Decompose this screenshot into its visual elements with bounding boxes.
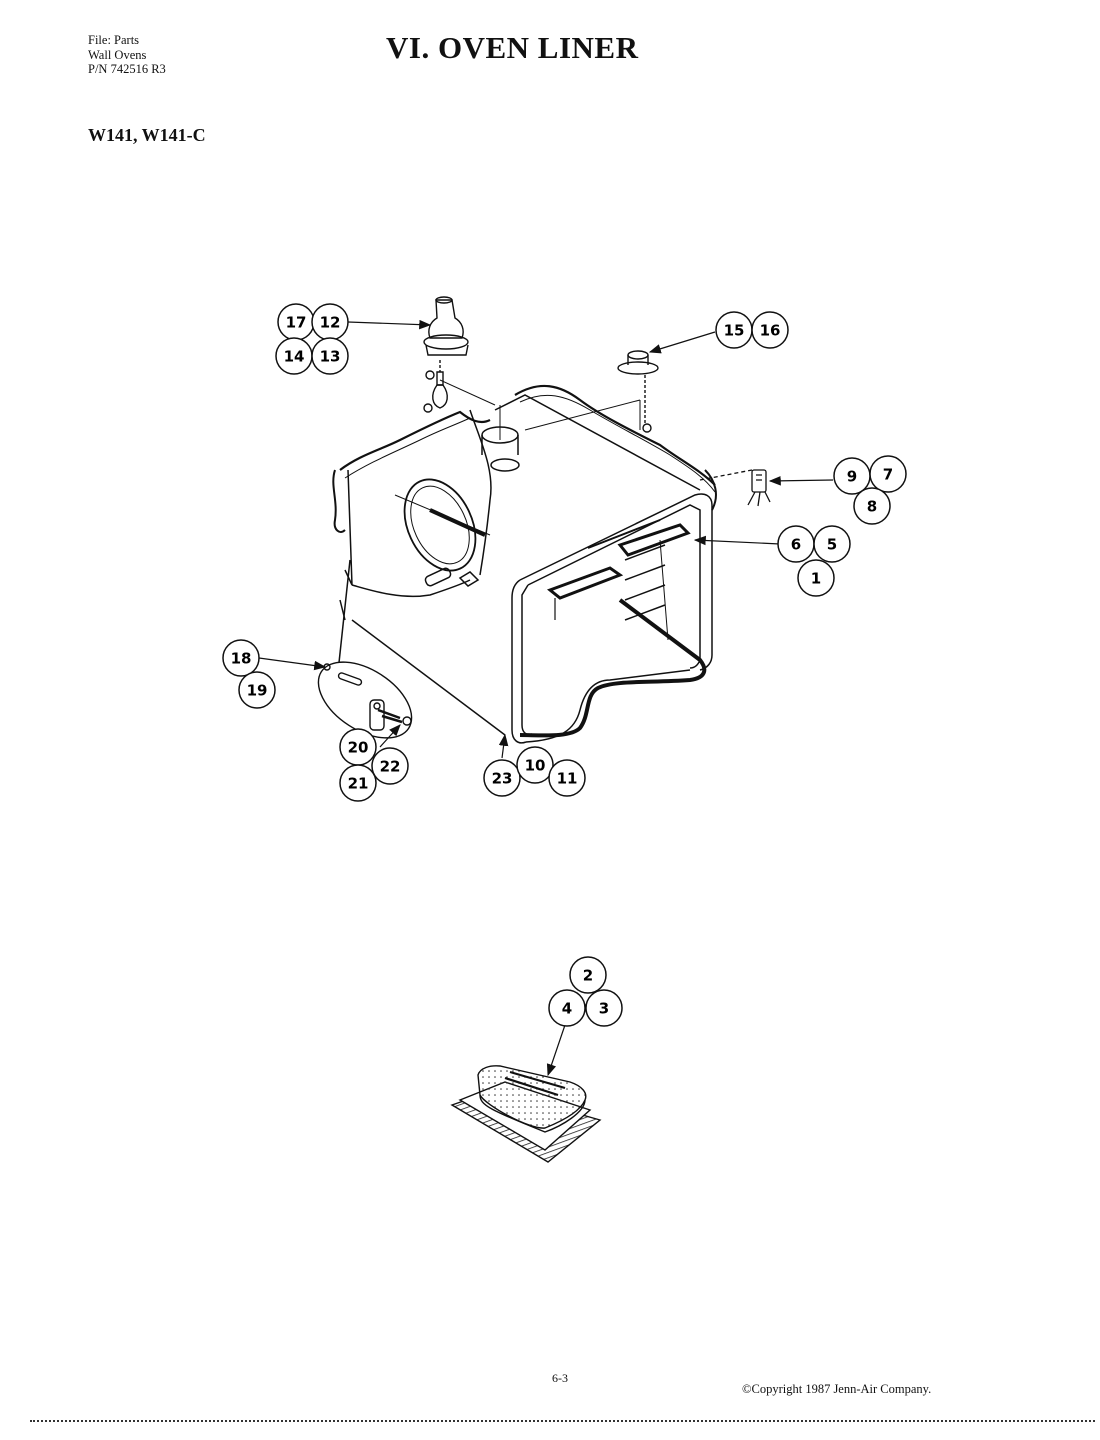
callout-19: 19 (238, 671, 276, 709)
callout-11: 11 (548, 759, 586, 797)
callout-13: 13 (311, 337, 349, 375)
callout-circle (853, 487, 891, 525)
leader-arrows (258, 319, 834, 1077)
oven-vent-assembly (617, 350, 659, 433)
callout-label: 18 (231, 650, 252, 668)
callout-label: 22 (380, 758, 401, 776)
callout-14: 14 (275, 337, 313, 375)
file-info-line-3: P/N 742516 R3 (88, 62, 166, 76)
callout-circle (548, 759, 586, 797)
callout-9: 9 (833, 457, 871, 495)
callout-circle (311, 337, 349, 375)
file-info: File: Parts Wall Ovens P/N 742516 R3 (88, 33, 166, 77)
callout-label: 9 (847, 468, 857, 486)
bake-element (519, 598, 707, 738)
insulation-right (514, 384, 716, 486)
callout-15: 15 (715, 311, 753, 349)
callout-5: 5 (813, 525, 851, 563)
callout-label: 21 (348, 775, 369, 793)
bottom-rule (30, 1420, 1095, 1422)
access-plate (317, 661, 413, 739)
callout-label: 5 (827, 536, 837, 554)
callout-label: 13 (320, 348, 341, 366)
oven-lamp-assembly (423, 296, 469, 413)
page-number: 6-3 (552, 1371, 568, 1385)
front-frame (519, 493, 713, 671)
broiler-pan (450, 1065, 602, 1163)
callout-circle (339, 764, 377, 802)
callout-circle (222, 639, 260, 677)
oven-liner-body (332, 379, 717, 744)
callout-1: 1 (797, 559, 835, 597)
callout-4: 4 (548, 989, 586, 1027)
callout-circle (797, 559, 835, 597)
callout-circle (869, 455, 907, 493)
callout-label: 17 (286, 314, 307, 332)
callout-23: 23 (483, 759, 521, 797)
callout-3: 3 (585, 989, 623, 1027)
page-title: VI. OVEN LINER (386, 30, 639, 65)
callout-circle (483, 759, 521, 797)
callout-17: 17 (277, 303, 315, 341)
callout-label: 14 (284, 348, 305, 366)
callout-18: 18 (222, 639, 260, 677)
callout-label: 3 (599, 1000, 609, 1018)
callout-10: 10 (516, 746, 554, 784)
callout-20: 20 (339, 728, 377, 766)
callout-7: 7 (869, 455, 907, 493)
callout-22: 22 (371, 747, 409, 785)
callout-circle (585, 989, 623, 1027)
broil-element (546, 519, 691, 620)
callout-12: 12 (311, 303, 349, 341)
callout-21: 21 (339, 764, 377, 802)
callout-circle (813, 525, 851, 563)
callout-label: 8 (867, 498, 877, 516)
callout-label: 19 (247, 682, 268, 700)
callout-label: 11 (557, 770, 578, 788)
copyright-notice: ©Copyright 1987 Jenn-Air Company. (742, 1382, 932, 1396)
callout-circle (516, 746, 554, 784)
callout-label: 20 (348, 739, 369, 757)
callout-label: 6 (791, 536, 801, 554)
insulation-left (339, 410, 491, 471)
callout-label: 12 (320, 314, 341, 332)
callout-circle (371, 747, 409, 785)
door-switch (699, 469, 771, 507)
callout-circle (751, 311, 789, 349)
callout-circle (548, 989, 586, 1027)
model-numbers: W141, W141-C (88, 125, 206, 145)
callout-label: 16 (760, 322, 781, 340)
callout-circle (569, 956, 607, 994)
callout-layer: 17 12 14 13 15 16 9 78 6 51 18 19 20 21 22 23 10 11 24 3 (222, 303, 907, 1027)
callout-label: 10 (525, 757, 546, 775)
callout-6: 6 (777, 525, 815, 563)
callout-label: 23 (492, 770, 513, 788)
callout-2: 2 (569, 956, 607, 994)
callout-label: 1 (811, 570, 821, 588)
file-info-line-1: File: Parts (88, 33, 140, 47)
light-rod (429, 508, 486, 537)
callout-label: 4 (562, 1000, 572, 1018)
callout-8: 8 (853, 487, 891, 525)
callout-label: 2 (583, 967, 593, 985)
callout-16: 16 (751, 311, 789, 349)
callout-label: 15 (724, 322, 745, 340)
callout-circle (238, 671, 276, 709)
file-info-line-2: Wall Ovens (88, 47, 147, 62)
callout-label: 7 (883, 466, 893, 484)
liner-side-window (403, 478, 477, 572)
